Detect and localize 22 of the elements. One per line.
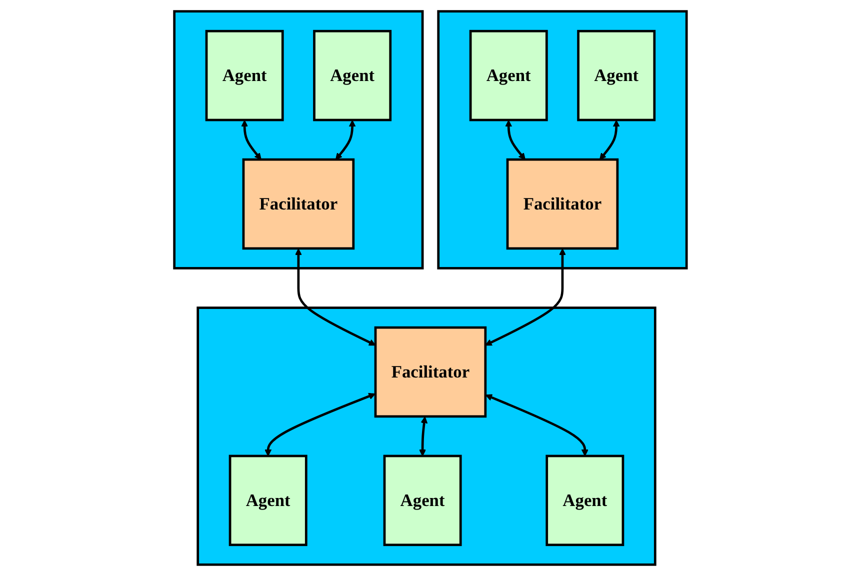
node-box: Agent	[576, 30, 656, 122]
node-box: Agent	[382, 454, 462, 546]
node-box: Facilitator	[506, 158, 618, 250]
arrow	[240, 120, 262, 160]
cluster	[436, 10, 688, 270]
arrow	[264, 392, 376, 456]
arrow	[598, 120, 620, 160]
node-box: Agent	[545, 454, 624, 546]
cluster	[172, 10, 424, 270]
node-box: Facilitator	[242, 158, 354, 250]
node-box: Agent	[312, 30, 392, 122]
node-box: Agent	[468, 30, 548, 122]
arrow	[418, 416, 428, 456]
arrow	[294, 248, 376, 346]
node-box: Agent	[228, 454, 307, 546]
arrow	[484, 394, 588, 456]
arrow	[334, 120, 356, 160]
arrow	[484, 248, 566, 346]
arrow	[504, 120, 526, 160]
node-box: Agent	[204, 30, 284, 122]
node-box: Facilitator	[374, 326, 486, 418]
cluster	[196, 306, 656, 566]
